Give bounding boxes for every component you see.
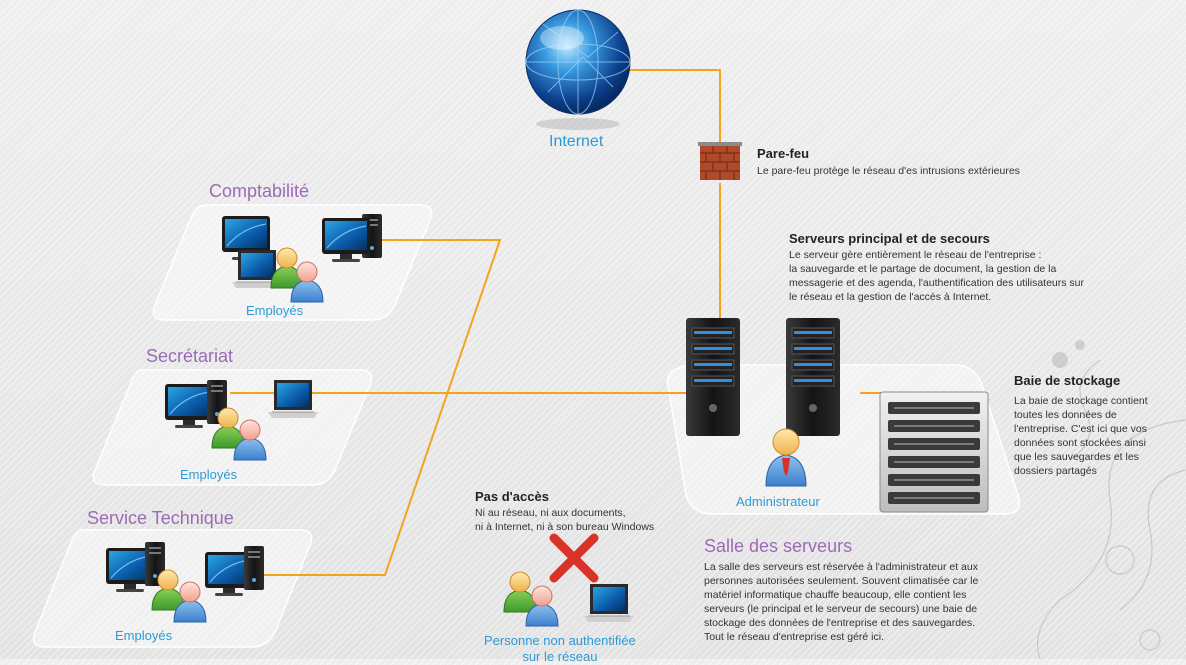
- storage-title: Baie de stockage: [1014, 373, 1120, 388]
- servers-line: le réseau et la gestion de l'accès à Int…: [789, 290, 1084, 304]
- servers-title: Serveurs principal et de secours: [789, 231, 990, 246]
- no-access-description: Ni au réseau, ni aux documents, ni à Int…: [475, 506, 654, 534]
- firewall-description: Le pare-feu protège le réseau d'es intru…: [757, 164, 1020, 178]
- server-room-line: matériel informatique chauffe beaucoup, …: [704, 588, 978, 602]
- server-room-description: La salle des serveurs est réservée à l'a…: [704, 560, 978, 644]
- no-access-title: Pas d'accès: [475, 489, 549, 504]
- server-room-line: personnes autorisées seulement. Souvent …: [704, 574, 978, 588]
- laptop-icon: [584, 584, 634, 622]
- internet-globe-icon: [526, 10, 630, 130]
- no-access-line: ni à Internet, ni à son bureau Windows: [475, 520, 654, 534]
- servers-line: messagerie et des agenda, l'authentifica…: [789, 276, 1084, 290]
- servers-description: Le serveur gère entièrement le réseau de…: [789, 248, 1084, 304]
- storage-rack-icon: [880, 392, 988, 512]
- employees-label: Employés: [246, 303, 303, 318]
- storage-line: toutes les données de: [1014, 408, 1148, 422]
- link-internet-firewall: [612, 70, 720, 145]
- server-room-line: Tout le réseau d'entreprise est géré ici…: [704, 630, 978, 644]
- department-title-secretariat: Secrétariat: [146, 346, 233, 367]
- backup-server-icon: [786, 318, 840, 436]
- server-room-line: stockage des données de l'entreprise et …: [704, 616, 978, 630]
- storage-line: dossiers partagés: [1014, 464, 1148, 478]
- unauthenticated-person-devices: [504, 572, 634, 626]
- unauthenticated-person-line: sur le réseau: [484, 649, 636, 665]
- servers-line: la sauvegarde et le partage de document,…: [789, 262, 1084, 276]
- unauthenticated-person-label: Personne non authentifiée sur le réseau: [484, 633, 636, 665]
- storage-description: La baie de stockage contient toutes les …: [1014, 394, 1148, 478]
- firewall-title: Pare-feu: [757, 146, 809, 161]
- unauthenticated-person-line: Personne non authentifiée: [484, 633, 636, 649]
- firewall-icon: [698, 142, 742, 180]
- storage-line: l'entreprise. C'est ici que vos: [1014, 422, 1148, 436]
- internet-label: Internet: [549, 133, 603, 151]
- employees-label: Employés: [180, 467, 237, 482]
- employees-label: Employés: [115, 628, 172, 643]
- servers-line: Le serveur gère entièrement le réseau de…: [789, 248, 1084, 262]
- server-room-title: Salle des serveurs: [704, 536, 852, 557]
- main-server-icon: [686, 318, 740, 436]
- deny-cross-icon: [554, 538, 594, 578]
- laptop-icon: [268, 380, 318, 418]
- administrator-label: Administrateur: [736, 494, 820, 509]
- server-room-line: La salle des serveurs est réservée à l'a…: [704, 560, 978, 574]
- person-green-icon: [504, 572, 536, 612]
- department-title-service-technique: Service Technique: [87, 508, 234, 529]
- storage-line: que les sauvegardes et les: [1014, 450, 1148, 464]
- no-access-line: Ni au réseau, ni aux documents,: [475, 506, 654, 520]
- server-room-line: serveurs (le principal et le serveur de …: [704, 602, 978, 616]
- storage-line: La baie de stockage contient: [1014, 394, 1148, 408]
- storage-line: données sont stockées ainsi: [1014, 436, 1148, 450]
- department-title-comptabilite: Comptabilité: [209, 181, 309, 202]
- tower-icon: [244, 546, 264, 590]
